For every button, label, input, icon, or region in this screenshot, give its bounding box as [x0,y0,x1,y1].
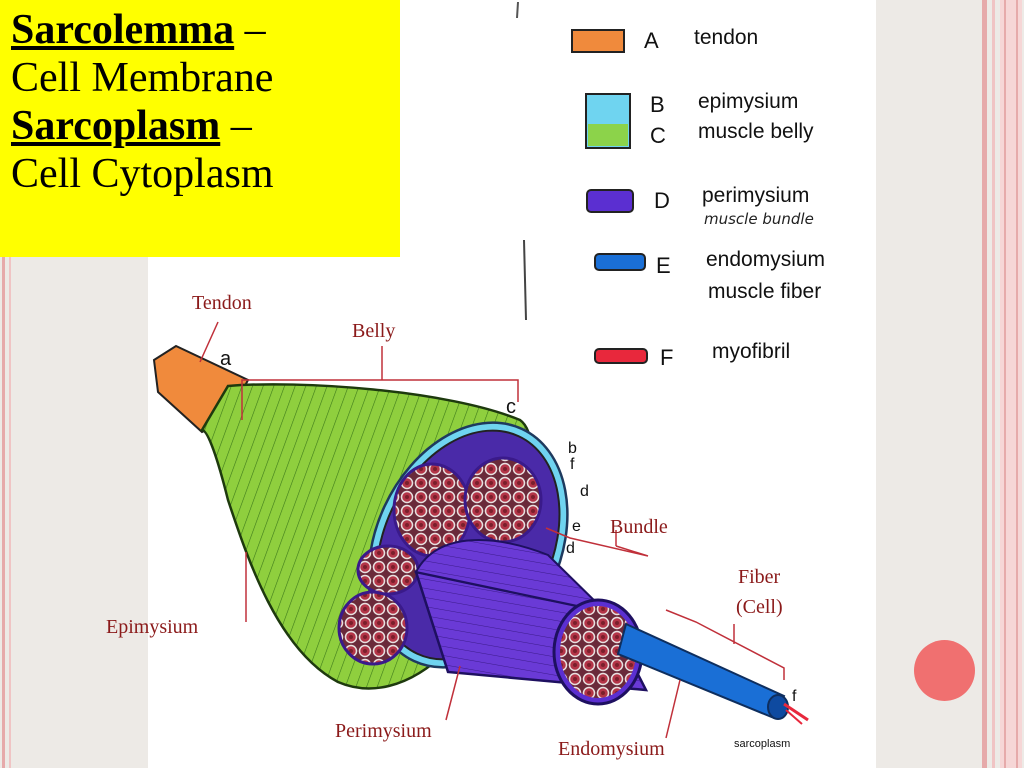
scan-mark [523,239,527,321]
bundle-top [414,539,610,614]
legend-desc-f: myofibril [712,340,791,363]
definition-line-1: Sarcolemma – [11,6,400,54]
legend-swatch-a [571,29,625,53]
legend-swatch-c [588,124,628,146]
callout-endomysium: Endomysium [558,738,665,760]
term-sarcolemma: Sarcolemma [11,7,235,53]
legend-code-d: D [654,188,670,213]
fiber-end [767,694,789,720]
fiber-body [616,622,786,720]
definition-meaning-1: Cell Membrane [11,55,274,101]
deco-stripe [982,0,987,768]
fascicle [337,590,409,666]
legend-code-a: A [644,28,659,53]
deco-stripe [9,0,11,768]
sarcoplasm-label: sarcoplasm [734,738,791,750]
callout-epimysium: Epimysium [106,616,199,638]
handwritten-letter-f: f [792,688,797,705]
callout-belly: Belly [352,320,396,342]
decorative-circle [914,640,975,701]
legend-code-b: B [650,92,665,117]
legend-desc-a: tendon [694,26,759,49]
handwritten-letter-d: d [566,540,575,557]
legend-swatch-e [594,253,646,271]
legend-code-c: C [650,123,666,148]
muscle-anatomy-drawing [152,1,809,739]
myofibril-line [785,709,803,725]
callout-pointers [199,321,785,739]
legend-swatch-d [586,189,634,213]
legend-swatch-f [594,348,648,364]
callout-tendon: Tendon [192,292,252,314]
handwritten-letter-c: c [506,396,516,418]
callout-bundle: Bundle [610,516,668,538]
legend-desc-c: muscle belly [698,120,814,143]
handwritten-letter-b: b [568,440,577,457]
dash: – [234,7,266,53]
legend-code-e: E [656,253,671,278]
callout-fiber: Fiber [738,566,781,588]
scan-mark [516,1,519,19]
legend-desc-b: epimysium [698,90,799,113]
dash: – [220,103,252,149]
deco-stripe [1016,0,1018,768]
term-sarcoplasm: Sarcoplasm [11,103,221,149]
deco-stripe [1004,0,1006,768]
definition-box: Sarcolemma – Cell Membrane Sarcoplasm – … [0,0,400,257]
legend-desc2-e: muscle fiber [708,280,822,303]
deco-stripe [2,0,5,768]
fascicle [356,544,420,596]
handwritten-letter-f: f [570,456,575,473]
callout-perimysium: Perimysium [335,720,432,742]
definition-meaning-2: Cell Cytoplasm [11,151,274,197]
legend-code-f: F [660,345,674,370]
handwritten-letter-a: a [220,348,232,370]
myofibril-line [783,702,809,722]
bundle-fibers [560,606,636,698]
legend-desc-d: perimysium [702,184,810,207]
fascicle [463,456,543,544]
callout-fiber-cell: (Cell) [736,596,783,618]
legend-desc-e: endomysium [706,248,826,271]
legend-note-d: muscle bundle [704,210,814,228]
deco-stripe [992,0,995,768]
definition-line-2: Sarcoplasm – [11,102,400,150]
handwritten-letter-e: e [572,518,581,535]
handwritten-letter-d: d [580,483,589,500]
